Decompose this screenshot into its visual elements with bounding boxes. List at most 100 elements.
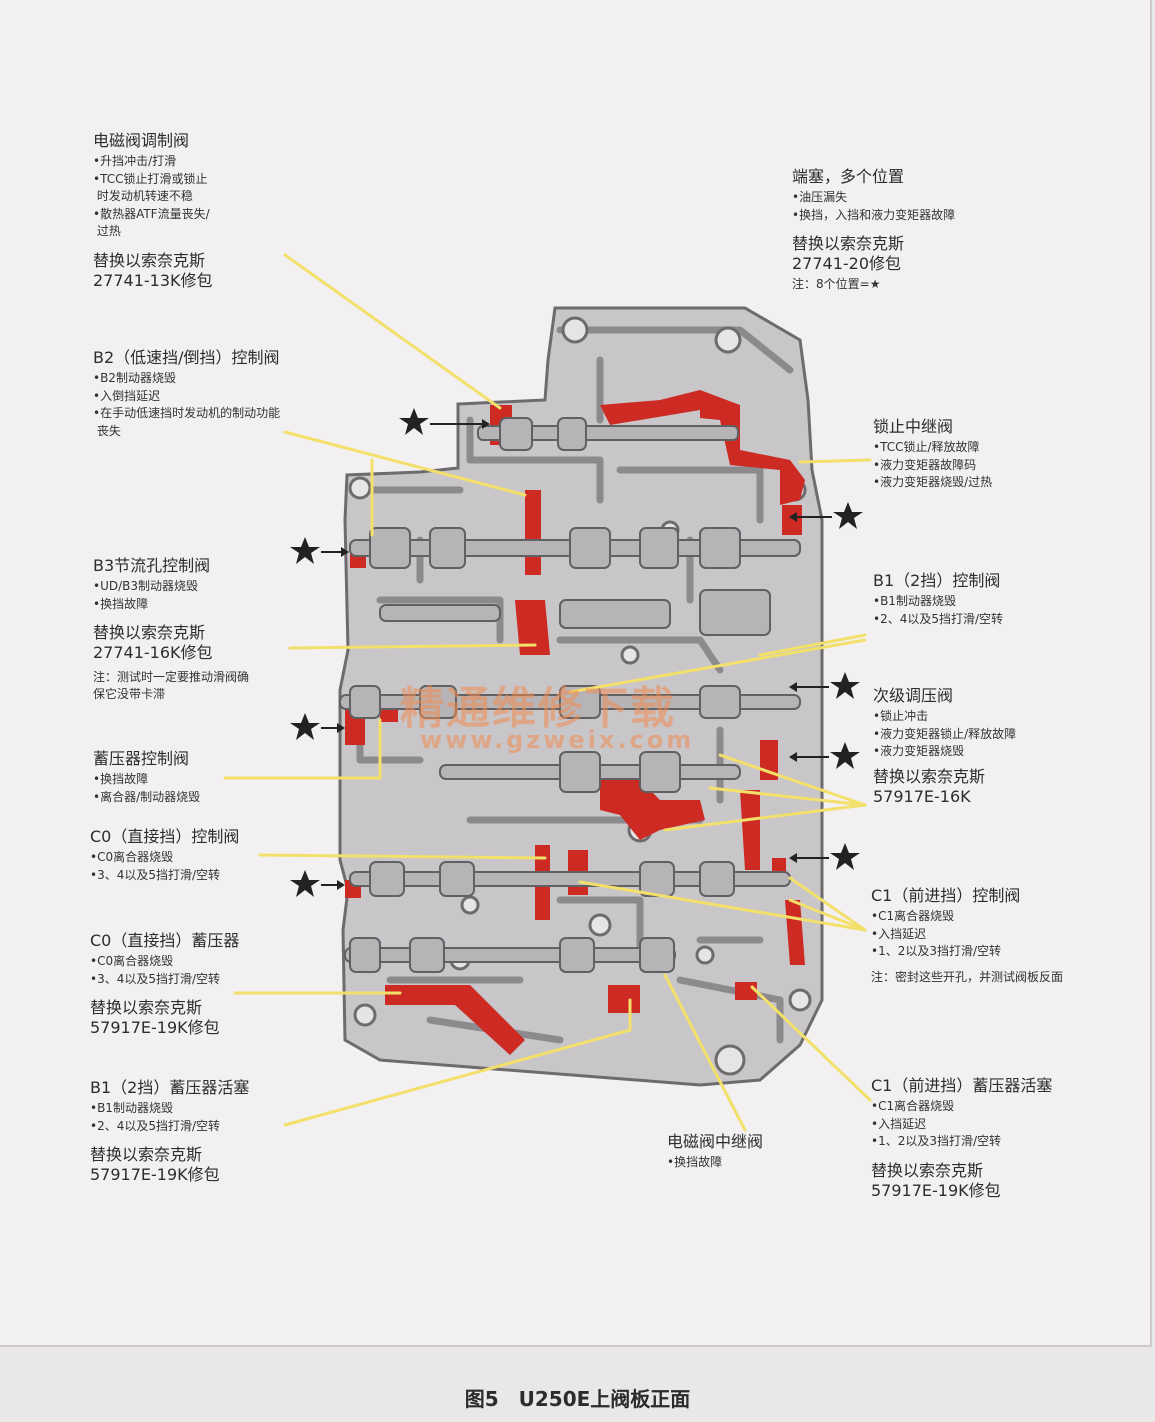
callout-note: 注：密封这些开孔，并测试阀板反面 xyxy=(871,969,1064,984)
callout-title: B1（2挡）蓄压器活塞 xyxy=(90,1078,250,1097)
symptom-item: B2制动器烧毁 xyxy=(93,370,280,388)
callout-title: 电磁阀中继阀 xyxy=(667,1132,764,1151)
callout-b1-accumulator: B1（2挡）蓄压器活塞 B1制动器烧毁 2、4以及5挡打滑/空转 替换以索奈克斯… xyxy=(90,1077,249,1185)
symptom-item: UD/B3制动器烧毁 xyxy=(93,578,249,596)
callout-note: 注：测试时一定要推动滑阀确 保它没带卡滞 xyxy=(93,670,250,701)
star-icon xyxy=(290,713,320,740)
symptom-list: 油压漏失 换挡，入挡和液力变矩器故障 xyxy=(792,189,955,224)
callout-note: 注：8个位置=★ xyxy=(792,277,881,291)
end-plug-marker-1 xyxy=(399,408,490,435)
callout-c0-accumulator: C0（直接挡）蓄压器 C0离合器烧毁 3、4以及5挡打滑/空转 替换以索奈克斯 … xyxy=(90,930,239,1038)
symptom-item: TCC锁止打滑或锁止 时发动机转速不稳 xyxy=(93,171,213,206)
symptom-item: 液力变矩器烧毁/过热 xyxy=(873,474,992,492)
symptom-item: 3、4以及5挡打滑/空转 xyxy=(90,971,239,989)
symptom-item: B1制动器烧毁 xyxy=(873,593,1003,611)
figure-caption: 图5 U250E上阀板正面 xyxy=(464,1387,691,1411)
symptom-item: C0离合器烧毁 xyxy=(90,849,239,867)
callout-b2-control: B2（低速挡/倒挡）控制阀 B2制动器烧毁 入倒挡延迟 在手动低速挡时发动机的制… xyxy=(93,347,280,440)
callout-title: 端塞，多个位置 xyxy=(792,167,905,186)
callout-accumulator-control: 蓄压器控制阀 换挡故障 离合器/制动器烧毁 xyxy=(93,748,200,806)
end-plug-marker-6 xyxy=(789,672,860,699)
replacement-kit: 替换以索奈克斯 27741-13K修包 xyxy=(93,250,213,290)
callout-c1-control: C1（前进挡）控制阀 C1离合器烧毁 入挡延迟 1、2以及3挡打滑/空转 注：密… xyxy=(871,885,1063,986)
symptom-item: 2、4以及5挡打滑/空转 xyxy=(873,611,1003,629)
symptom-item: 3、4以及5挡打滑/空转 xyxy=(90,867,239,885)
star-icon xyxy=(290,870,320,897)
star-icon xyxy=(399,408,429,435)
symptom-item: 液力变矩器锁止/释放故障 xyxy=(873,726,1016,744)
symptom-item: 2、4以及5挡打滑/空转 xyxy=(90,1118,249,1136)
callout-solenoid-relay: 电磁阀中继阀 换挡故障 xyxy=(667,1131,763,1172)
symptom-item: TCC锁止/释放故障 xyxy=(873,439,992,457)
callout-lockup-relay: 锁止中继阀 TCC锁止/释放故障 液力变矩器故障码 液力变矩器烧毁/过热 xyxy=(873,416,992,492)
symptom-list: UD/B3制动器烧毁 换挡故障 xyxy=(93,578,249,613)
symptom-item: 1、2以及3挡打滑/空转 xyxy=(871,1133,1052,1151)
callout-b3-orifice: B3节流孔控制阀 UD/B3制动器烧毁 换挡故障 替换以索奈克斯 27741-1… xyxy=(93,555,249,703)
symptom-list: C0离合器烧毁 3、4以及5挡打滑/空转 xyxy=(90,953,239,988)
symptom-item: 入挡延迟 xyxy=(871,1116,1052,1134)
end-plug-marker-4 xyxy=(290,870,345,897)
symptom-item: 换挡故障 xyxy=(93,596,249,614)
replacement-kit: 替换以索奈克斯 57917E-19K修包 xyxy=(90,998,220,1037)
spool-valves xyxy=(339,417,801,973)
symptom-item: 油压漏失 xyxy=(792,189,955,207)
symptom-item: 换挡故障 xyxy=(93,771,200,789)
symptom-item: 离合器/制动器烧毁 xyxy=(93,789,200,807)
symptom-list: 锁止冲击 液力变矩器锁止/释放故障 液力变矩器烧毁 xyxy=(873,708,1016,761)
callout-title: B3节流孔控制阀 xyxy=(93,556,211,575)
symptom-item: 换挡，入挡和液力变矩器故障 xyxy=(792,207,955,225)
callout-title: 次级调压阀 xyxy=(873,686,954,705)
callout-title: C0（直接挡）蓄压器 xyxy=(90,931,240,950)
end-plug-marker-8 xyxy=(789,843,860,870)
callout-end-plug: 端塞，多个位置 油压漏失 换挡，入挡和液力变矩器故障 替换以索奈克斯 27741… xyxy=(792,166,955,293)
symptom-item: 散热器ATF流量丧失/ 过热 xyxy=(93,206,213,241)
end-plug-markers xyxy=(290,408,863,897)
replacement-kit: 替换以索奈克斯 27741-20修包 xyxy=(792,234,905,273)
callout-title: 电磁阀调制阀 xyxy=(93,131,190,150)
symptom-list: C1离合器烧毁 入挡延迟 1、2以及3挡打滑/空转 xyxy=(871,908,1063,961)
symptom-list: 换挡故障 xyxy=(667,1154,763,1172)
star-icon xyxy=(290,537,320,564)
end-plug-marker-3 xyxy=(290,713,345,740)
end-plug-marker-5 xyxy=(789,502,863,529)
end-plug-marker-7 xyxy=(789,742,860,769)
watermark-text: 精通维修下载 xyxy=(400,683,676,734)
callout-secondary-regulator: 次级调压阀 锁止冲击 液力变矩器锁止/释放故障 液力变矩器烧毁 替换以索奈克斯 … xyxy=(873,685,1016,807)
watermark-url: www.gzweix.com xyxy=(420,726,695,754)
symptom-item: B1制动器烧毁 xyxy=(90,1100,249,1118)
symptom-item: 锁止冲击 xyxy=(873,708,1016,726)
symptom-list: 换挡故障 离合器/制动器烧毁 xyxy=(93,771,200,806)
symptom-list: C0离合器烧毁 3、4以及5挡打滑/空转 xyxy=(90,849,239,884)
star-icon xyxy=(830,672,860,699)
symptom-list: B1制动器烧毁 2、4以及5挡打滑/空转 xyxy=(873,593,1003,628)
callout-title: 锁止中继阀 xyxy=(873,417,954,436)
callout-c0-control: C0（直接挡）控制阀 C0离合器烧毁 3、4以及5挡打滑/空转 xyxy=(90,826,239,884)
callout-title: B1（2挡）控制阀 xyxy=(873,571,1001,590)
symptom-list: B2制动器烧毁 入倒挡延迟 在手动低速挡时发动机的制动功能 丧失 xyxy=(93,370,280,440)
callout-solenoid-modulator: 电磁阀调制阀 升挡冲击/打滑 TCC锁止打滑或锁止 时发动机转速不稳 散热器AT… xyxy=(93,130,213,291)
callout-title: B2（低速挡/倒挡）控制阀 xyxy=(93,348,280,367)
symptom-item: C0离合器烧毁 xyxy=(90,953,239,971)
symptom-item: 换挡故障 xyxy=(667,1154,763,1172)
star-icon xyxy=(833,502,863,529)
end-plug-marker-2 xyxy=(290,537,349,564)
replacement-kit: 替换以索奈克斯 27741-16K修包 xyxy=(93,623,213,662)
callout-title: C1（前进挡）控制阀 xyxy=(871,886,1021,905)
callout-title: C0（直接挡）控制阀 xyxy=(90,827,240,846)
callout-c1-accumulator: C1（前进挡）蓄压器活塞 C1离合器烧毁 入挡延迟 1、2以及3挡打滑/空转 替… xyxy=(871,1075,1052,1201)
symptom-list: 升挡冲击/打滑 TCC锁止打滑或锁止 时发动机转速不稳 散热器ATF流量丧失/ … xyxy=(93,153,213,241)
replacement-kit: 替换以索奈克斯 57917E-19K修包 xyxy=(871,1160,1001,1200)
symptom-list: B1制动器烧毁 2、4以及5挡打滑/空转 xyxy=(90,1100,249,1135)
symptom-item: 液力变矩器故障码 xyxy=(873,457,992,475)
callout-title: 蓄压器控制阀 xyxy=(93,749,190,768)
symptom-item: 1、2以及3挡打滑/空转 xyxy=(871,943,1063,961)
star-icon xyxy=(830,843,860,870)
callout-title: C1（前进挡）蓄压器活塞 xyxy=(871,1076,1053,1095)
symptom-list: C1离合器烧毁 入挡延迟 1、2以及3挡打滑/空转 xyxy=(871,1098,1052,1151)
symptom-item: C1离合器烧毁 xyxy=(871,1098,1052,1116)
replacement-kit: 替换以索奈克斯 57917E-19K修包 xyxy=(90,1145,220,1184)
replacement-kit: 替换以索奈克斯 57917E-16K xyxy=(873,766,986,806)
symptom-item: 液力变矩器烧毁 xyxy=(873,743,1016,761)
symptom-item: 在手动低速挡时发动机的制动功能 丧失 xyxy=(93,405,280,440)
